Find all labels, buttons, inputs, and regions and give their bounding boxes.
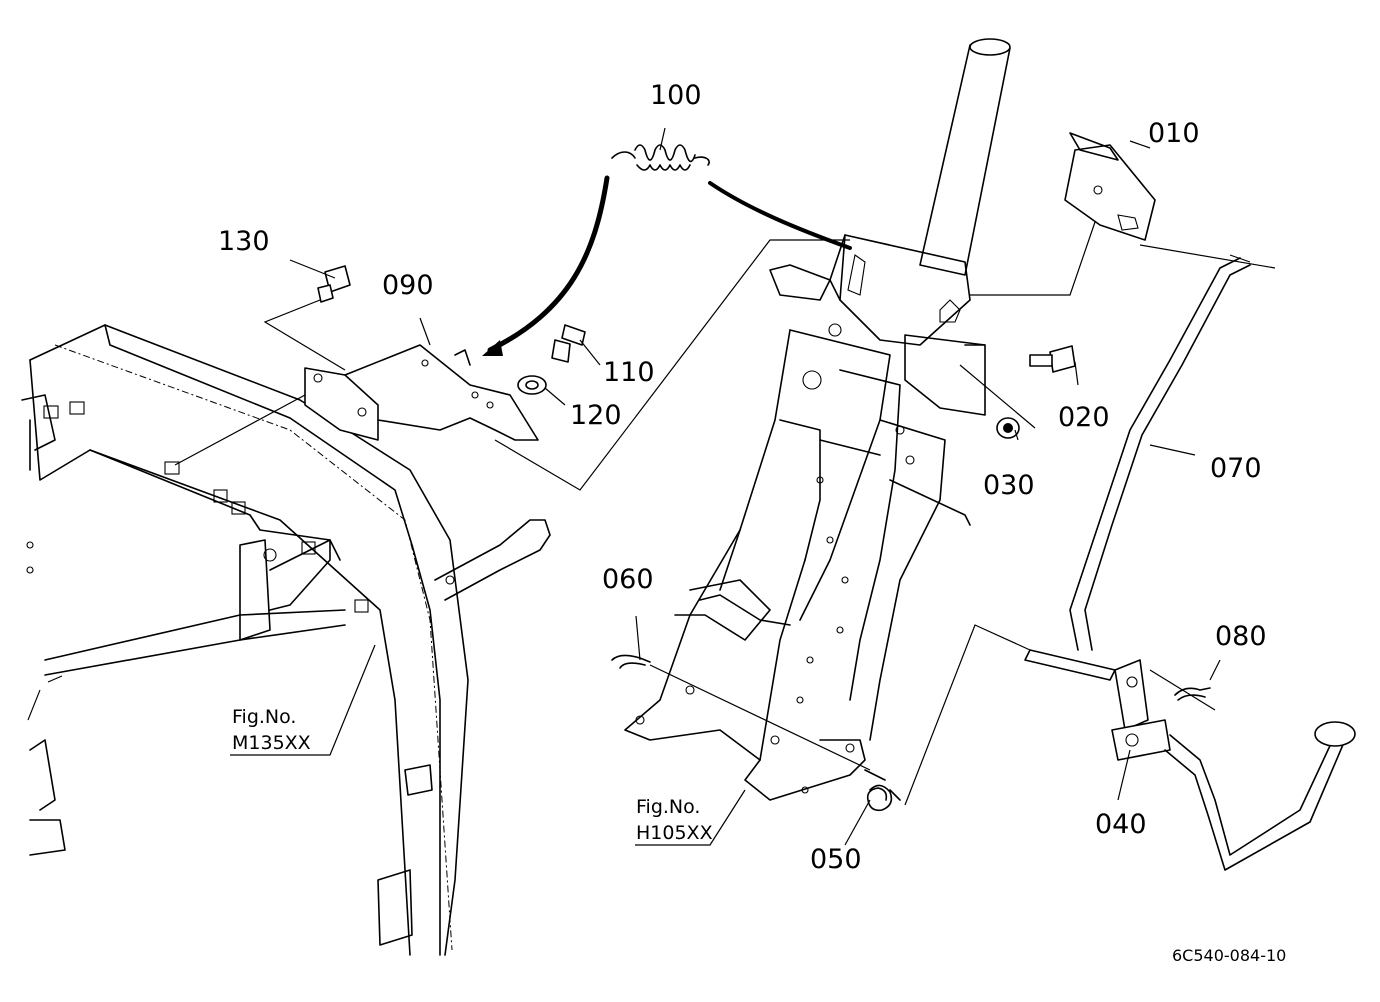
part-110-bolt [551, 324, 586, 363]
callout-100: 100 [650, 80, 702, 111]
callout-050: 050 [810, 844, 862, 875]
part-080-pin [1174, 687, 1211, 701]
leader-lines [174, 127, 1276, 846]
center-column-assembly [624, 38, 1011, 801]
figure-reference-left: Fig.No. M135XX [232, 706, 311, 754]
callout-060: 060 [602, 564, 654, 595]
routing-arrow-left [487, 175, 610, 353]
callout-030: 030 [983, 470, 1035, 501]
callout-070: 070 [1210, 453, 1262, 484]
part-120-bushing [517, 375, 547, 395]
part-090-bracket [304, 344, 539, 441]
part-070-rod [1069, 254, 1251, 651]
callout-090: 090 [382, 270, 434, 301]
diagram-code: 6C540-084-10 [1172, 946, 1286, 965]
left-frame-assembly [21, 324, 551, 956]
part-040-lever [1024, 649, 1356, 871]
fig-ref-left-prefix: Fig.No. [232, 706, 296, 728]
part-060-pin [611, 654, 651, 669]
callout-120: 120 [570, 400, 622, 431]
part-050-spring [864, 769, 901, 812]
part-130-bolt [317, 265, 351, 303]
fig-ref-right-prefix: Fig.No. [636, 796, 700, 818]
routing-arrowhead-left [482, 340, 503, 356]
fig-ref-left-code: M135XX [232, 732, 311, 754]
callout-020: 020 [1058, 402, 1110, 433]
figure-reference-right: Fig.No. H105XX [636, 796, 713, 844]
fig-ref-right-code: H105XX [636, 822, 713, 844]
part-010-bracket [1064, 132, 1156, 241]
callout-080: 080 [1215, 621, 1267, 652]
routing-arrow-right [708, 181, 852, 250]
part-030-nut [996, 417, 1020, 439]
part-100-spring [611, 144, 710, 171]
part-020-bolt [1029, 345, 1076, 373]
callout-labels: 010 020 030 040 050 060 070 080 090 100 … [218, 80, 1267, 875]
callout-130: 130 [218, 226, 270, 257]
callout-010: 010 [1148, 118, 1200, 149]
callout-040: 040 [1095, 809, 1147, 840]
callout-110: 110 [603, 357, 655, 388]
